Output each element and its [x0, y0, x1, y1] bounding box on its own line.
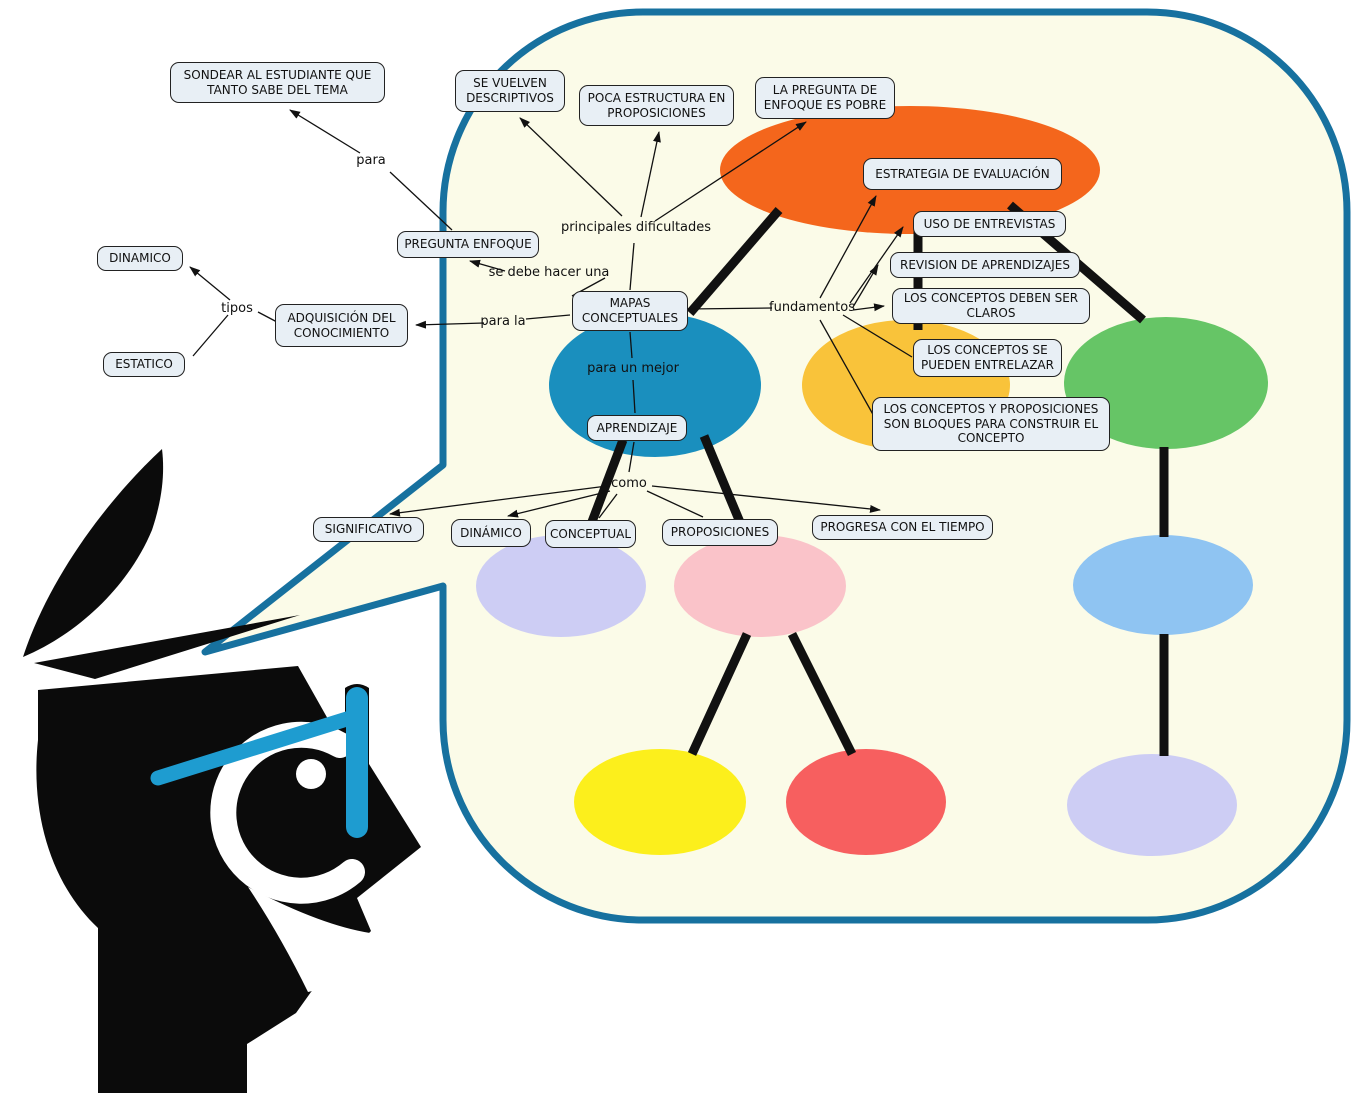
node-uso-de-entrevistas[interactable]: USO DE ENTREVISTAS [913, 211, 1066, 237]
topic-ellipse-green [1064, 317, 1268, 449]
link-label-para-la: para la [480, 314, 526, 329]
node-dinamico-tipo[interactable]: DINAMICO [97, 246, 183, 271]
topic-ellipse-yellow [574, 749, 746, 855]
glasses-arm-icon [150, 710, 358, 786]
node-mapas-conceptuales[interactable]: MAPAS CONCEPTUALES [572, 291, 688, 331]
person-head-silhouette [23, 449, 421, 1093]
node-significativo[interactable]: SIGNIFICATIVO [313, 517, 424, 542]
hair-back-spike-icon [23, 449, 164, 657]
node-pregunta-enfoque-pobre[interactable]: LA PREGUNTA DE ENFOQUE ES POBRE [755, 77, 895, 119]
node-conceptos-entrelazar[interactable]: LOS CONCEPTOS SE PUEDEN ENTRELAZAR [913, 339, 1062, 377]
node-conceptual[interactable]: CONCEPTUAL [545, 520, 636, 548]
node-sondear-al-estudiante[interactable]: SONDEAR AL ESTUDIANTE QUE TANTO SABE DEL… [170, 62, 385, 103]
node-poca-estructura[interactable]: POCA ESTRUCTURA EN PROPOSICIONES [579, 85, 734, 126]
node-proposiciones[interactable]: PROPOSICIONES [662, 519, 778, 546]
node-conceptos-claros[interactable]: LOS CONCEPTOS DEBEN SER CLAROS [892, 288, 1090, 324]
relation-lines [189, 109, 913, 519]
link-label-como: como [611, 476, 647, 491]
node-conceptos-bloques[interactable]: LOS CONCEPTOS Y PROPOSICIONES SON BLOQUE… [872, 397, 1110, 451]
link-label-para-un-mejor: para un mejor [587, 361, 679, 376]
node-pregunta-enfoque[interactable]: PREGUNTA ENFOQUE [397, 231, 539, 258]
link-label-para: para [356, 153, 386, 168]
link-label-principales-dificultades: principales dificultades [560, 220, 712, 235]
node-se-vuelven-descriptivos[interactable]: SE VUELVEN DESCRIPTIVOS [455, 70, 565, 112]
node-dinamico[interactable]: DINÁMICO [451, 519, 531, 547]
link-label-fundamentos: fundamentos [769, 300, 855, 315]
mouth-icon [248, 887, 370, 992]
topic-ellipse-lavender-right [1067, 754, 1237, 856]
topic-ellipse-lavender-left [476, 535, 646, 637]
topic-ellipse-pink [674, 535, 846, 637]
link-label-tipos: tipos [221, 301, 253, 316]
node-adquisicion-conocimiento[interactable]: ADQUISICIÓN DEL CONOCIMIENTO [275, 304, 408, 347]
node-progresa-con-tiempo[interactable]: PROGRESA CON EL TIEMPO [812, 515, 993, 540]
topic-ellipse-red [786, 749, 946, 855]
hair-front-spike-icon [34, 615, 300, 679]
node-revision-aprendizajes[interactable]: REVISION DE APRENDIZAJES [890, 252, 1080, 278]
node-estrategia-evaluacion[interactable]: ESTRATEGIA DE EVALUACIÓN [863, 158, 1062, 190]
topic-ellipse-lightblue [1073, 535, 1253, 635]
link-label-se-debe-hacer-una: se debe hacer una [488, 265, 610, 280]
node-aprendizaje[interactable]: APRENDIZAJE [587, 415, 687, 441]
node-estatico-tipo[interactable]: ESTATICO [103, 352, 185, 377]
eye-icon [296, 759, 326, 789]
